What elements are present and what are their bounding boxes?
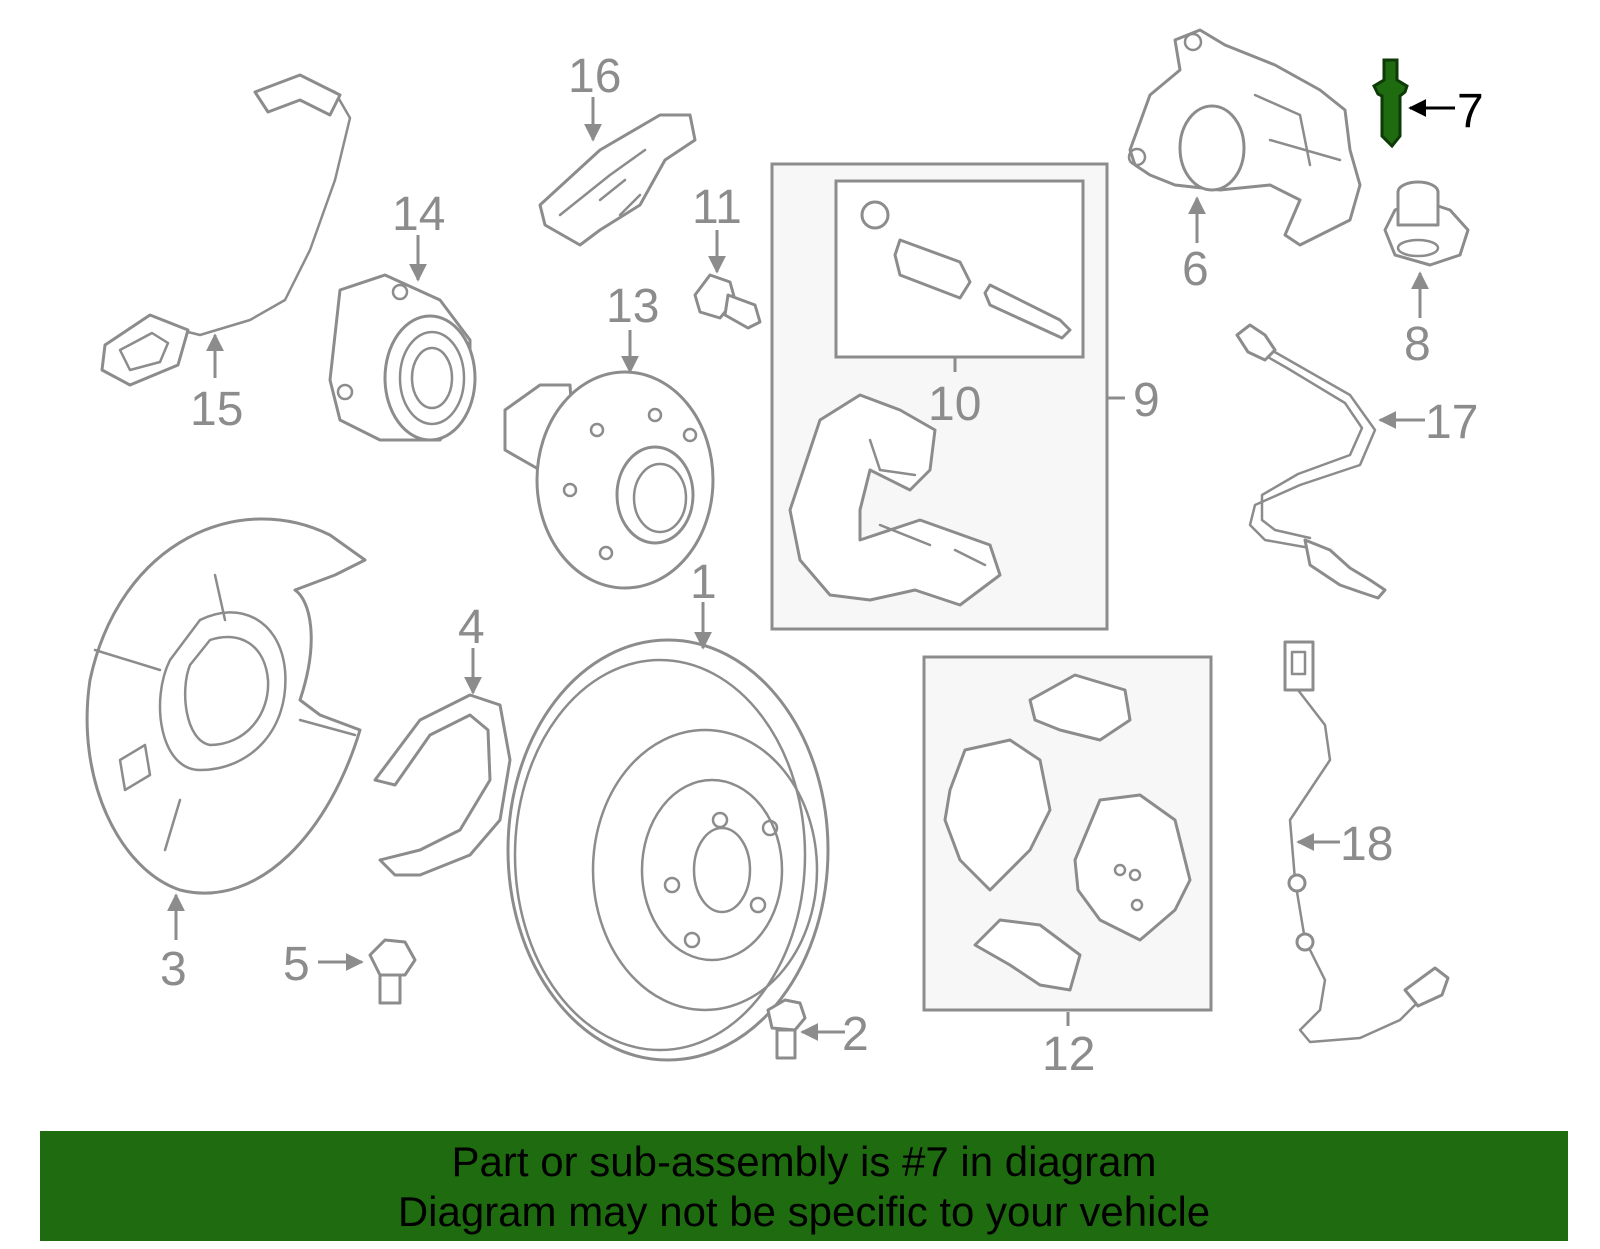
callout-17: 17 [1425, 396, 1478, 449]
callout-7: 7 [1457, 85, 1484, 138]
part-7-bleeder-screw[interactable] [1372, 58, 1409, 149]
part-8-bleeder-cap[interactable] [1383, 180, 1470, 267]
callout-labels: 1 2 3 4 5 6 7 8 9 10 11 12 13 14 15 16 1… [160, 50, 1484, 1081]
part-3-dust-shield[interactable] [85, 517, 367, 895]
part-17-brake-hose[interactable] [1235, 323, 1387, 600]
brake-parts-diagram: 1 2 3 4 5 6 7 8 9 10 11 12 13 14 15 16 1… [85, 28, 1484, 1081]
part-18-abs-sensor[interactable] [1283, 640, 1450, 1044]
kit-box-12[interactable] [922, 655, 1213, 1012]
info-banner: Part or sub-assembly is #7 in diagram Di… [40, 1131, 1568, 1241]
callout-15: 15 [190, 383, 243, 436]
part-4-parking-brake-shoe[interactable] [373, 693, 512, 877]
callout-14: 14 [392, 188, 445, 241]
callout-12: 12 [1042, 1028, 1095, 1081]
callout-3: 3 [160, 943, 187, 996]
callout-16: 16 [568, 50, 621, 103]
callout-8: 8 [1404, 318, 1431, 371]
part-1-brake-rotor[interactable] [506, 638, 830, 1062]
part-16-bracket[interactable] [538, 113, 697, 247]
banner-line-1: Part or sub-assembly is #7 in diagram [451, 1138, 1157, 1185]
callout-11: 11 [692, 181, 742, 234]
banner-line-2: Diagram may not be specific to your vehi… [397, 1188, 1211, 1235]
part-15-wear-sensor[interactable] [100, 73, 352, 387]
part-14-wheel-bearing[interactable] [328, 273, 477, 442]
part-13-hub[interactable] [503, 370, 715, 590]
callout-2: 2 [842, 1008, 869, 1061]
part-5-bolt[interactable] [368, 938, 417, 1005]
leader-lines [167, 97, 1455, 1041]
callout-13: 13 [606, 280, 659, 333]
part-6-brake-caliper[interactable] [1127, 28, 1362, 247]
callout-5: 5 [283, 938, 310, 991]
callout-6: 6 [1182, 243, 1209, 296]
callout-10: 10 [928, 378, 981, 431]
kit-box-9[interactable] [770, 162, 1109, 631]
callout-4: 4 [458, 601, 485, 654]
callout-9: 9 [1133, 374, 1160, 427]
part-11-bolt[interactable] [693, 273, 762, 330]
callout-1: 1 [690, 556, 717, 609]
part-2-bolt[interactable] [766, 998, 807, 1060]
callout-18: 18 [1340, 818, 1393, 871]
